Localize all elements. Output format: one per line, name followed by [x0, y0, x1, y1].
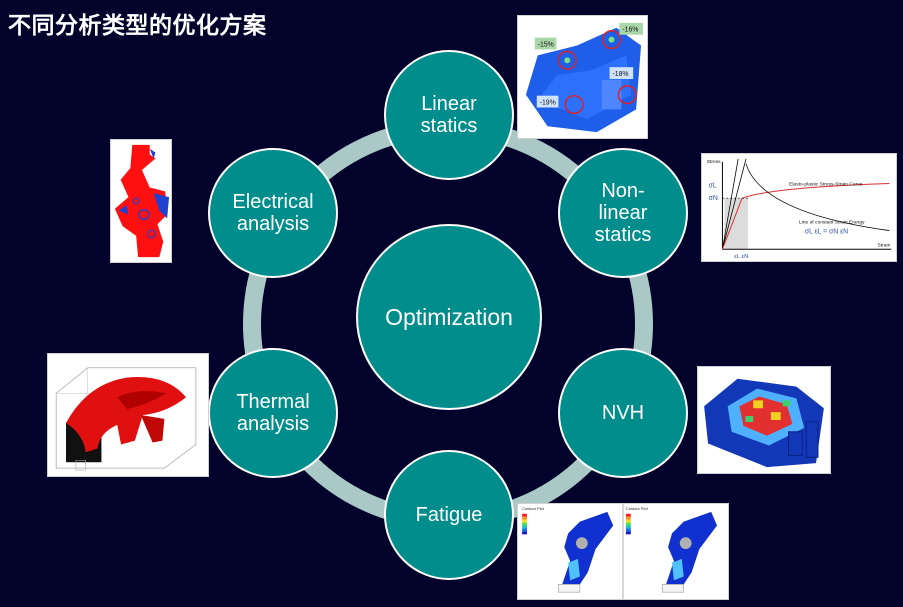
- node-nonlinear-statics-label: Non- linear statics: [594, 180, 652, 246]
- node-fatigue: Fatigue: [384, 450, 514, 580]
- slide-title: 不同分析类型的优化方案: [8, 13, 267, 39]
- fatigue-image: Contour Plot Contour Plot: [517, 503, 729, 600]
- node-optimization: Optimization: [356, 224, 542, 410]
- stress-axis-label: Stress: [707, 159, 721, 165]
- label-minus-15: -15%: [538, 42, 554, 49]
- sigma-l-label: σL: [709, 182, 717, 189]
- epsilon-labels: εL εN: [734, 254, 748, 260]
- stress-strain-image: Stress Strain Elasto-plastic Stress-Stra…: [701, 153, 897, 262]
- label-minus-18: -18%: [613, 71, 629, 78]
- sigma-n-label: σN: [709, 195, 718, 202]
- fatigue-left-title: Contour Plot: [522, 506, 545, 511]
- node-nonlinear-statics: Non- linear statics: [558, 148, 688, 278]
- curve-label: Elasto-plastic Stress-Strain Curve: [789, 181, 862, 187]
- strain-axis-label: Strain: [878, 242, 891, 248]
- thermal-image: [47, 353, 209, 477]
- node-linear-statics: Linear statics: [384, 50, 514, 180]
- node-electrical-analysis: Electrical analysis: [208, 148, 338, 278]
- electrical-image: [110, 139, 172, 263]
- energy-label: Line of constant Strain Energy: [799, 220, 865, 226]
- node-fatigue-label: Fatigue: [415, 504, 483, 526]
- linear-statics-image: -15% -16% -18% -19%: [517, 15, 648, 139]
- node-thermal-analysis-label: Thermal analysis: [236, 391, 310, 435]
- node-electrical-analysis-label: Electrical analysis: [232, 191, 314, 235]
- node-nvh-label: NVH: [601, 402, 645, 424]
- equation-label: σL εL = σN εN: [805, 229, 848, 236]
- node-thermal-analysis: Thermal analysis: [208, 348, 338, 478]
- label-minus-19: -19%: [540, 100, 556, 107]
- fatigue-right-title: Contour Plot: [626, 506, 649, 511]
- node-linear-statics-label: Linear statics: [420, 93, 478, 137]
- node-nvh: NVH: [558, 348, 688, 478]
- node-optimization-label: Optimization: [385, 304, 513, 330]
- label-minus-16: -16%: [622, 27, 638, 34]
- nvh-image: [697, 366, 831, 474]
